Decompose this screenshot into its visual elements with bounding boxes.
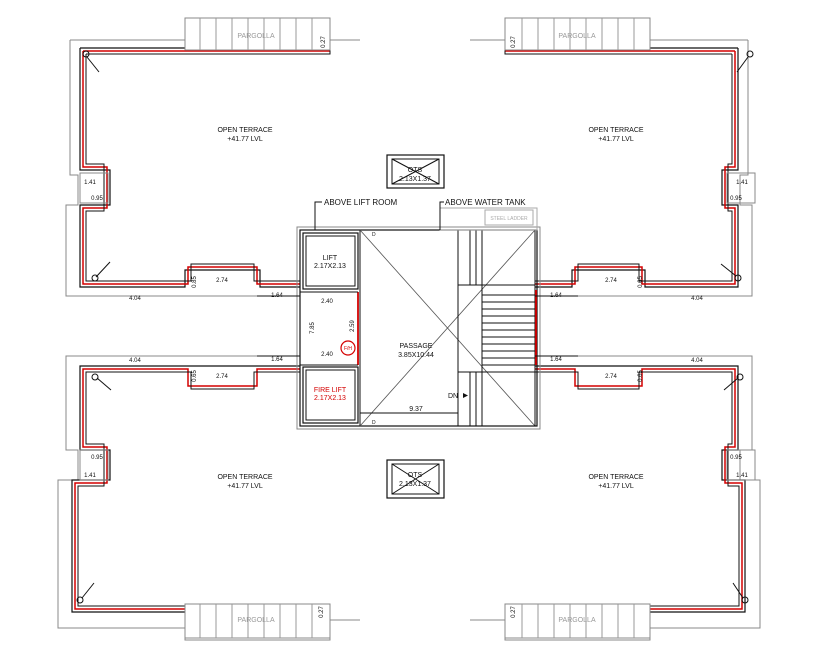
dim-027-bl: 0.27 xyxy=(319,606,325,618)
label-steel-ladder: STEEL LADDER xyxy=(490,216,528,222)
label-ots-top: OTS xyxy=(408,167,423,174)
label-fh: F/H xyxy=(344,346,352,352)
dim-164-tl: 1.64 xyxy=(271,293,283,299)
dim-065-tr: 0.65 xyxy=(638,276,644,288)
label-lift: LIFT xyxy=(323,255,338,262)
text-layer: OPEN TERRACE +41.77 LVL OPEN TERRACE +41… xyxy=(84,33,748,624)
corner-boxes xyxy=(79,172,756,481)
label-door-1: D xyxy=(372,232,376,238)
dim-095-tl: 0.95 xyxy=(91,196,103,202)
dim-404-bl: 4.04 xyxy=(129,358,141,364)
pergola-bottom-left xyxy=(184,603,331,639)
label-above-lift-room: ABOVE LIFT ROOM xyxy=(324,198,398,207)
dim-065-bl: 0.65 xyxy=(192,370,198,382)
pergola-top-left xyxy=(184,17,331,51)
label-pargolla-br: PARGOLLA xyxy=(558,617,596,624)
core-block xyxy=(257,201,578,430)
label-lift-size: 2.17X2.13 xyxy=(314,263,346,270)
dim-085-tl: 0.85 xyxy=(192,276,198,288)
dim-141-br: 1.41 xyxy=(736,473,748,479)
label-open-terrace-br: OPEN TERRACE xyxy=(588,474,643,481)
label-ots-size-top: 2.13X1.37 xyxy=(399,176,431,183)
dim-274-tl: 2.74 xyxy=(216,278,228,284)
dim-095-br: 0.95 xyxy=(730,455,742,461)
label-pargolla-tl: PARGOLLA xyxy=(237,33,275,40)
dim-240-top: 2.40 xyxy=(321,299,333,305)
label-level-bl: +41.77 LVL xyxy=(227,483,263,490)
dim-274-bl: 2.74 xyxy=(216,374,228,380)
label-ots-bottom: OTS xyxy=(408,472,423,479)
down-arrow-icon xyxy=(463,393,468,398)
dim-259: 2.59 xyxy=(350,320,356,332)
fire-lift-shaft xyxy=(302,366,359,424)
dim-274-tr: 2.74 xyxy=(605,278,617,284)
dim-404-tr: 4.04 xyxy=(691,296,703,302)
label-level-br: +41.77 LVL xyxy=(598,483,634,490)
dim-240-bottom: 2.40 xyxy=(321,352,333,358)
pergola-bottom-right xyxy=(504,603,651,639)
label-fire-lift-size: 2.17X2.13 xyxy=(314,395,346,402)
label-ots-size-bottom: 2.13X1.37 xyxy=(399,481,431,488)
dim-274-br: 2.74 xyxy=(605,374,617,380)
dim-404-br: 4.04 xyxy=(691,358,703,364)
label-pargolla-tr: PARGOLLA xyxy=(558,33,596,40)
label-pargolla-bl: PARGOLLA xyxy=(237,617,275,624)
label-open-terrace-tl: OPEN TERRACE xyxy=(217,127,272,134)
label-open-terrace-bl: OPEN TERRACE xyxy=(217,474,272,481)
dim-164-bl: 1.64 xyxy=(271,357,283,363)
dim-027-br: 0.27 xyxy=(511,606,517,618)
label-level-tl: +41.77 LVL xyxy=(227,136,263,143)
dim-785: 7.85 xyxy=(310,322,316,334)
terrace-top-right xyxy=(470,19,754,297)
pergola-top-right xyxy=(504,17,651,51)
dim-027-tr: 0.27 xyxy=(511,36,517,48)
dim-065-br: 0.65 xyxy=(638,370,644,382)
dim-164-br: 1.64 xyxy=(550,357,562,363)
label-passage-size: 3.85X10.44 xyxy=(398,352,434,359)
terrace-bottom-right xyxy=(470,355,761,641)
dim-937: 9.37 xyxy=(409,406,423,413)
dim-404-tl: 4.04 xyxy=(129,296,141,302)
ots-shaft-bottom xyxy=(386,459,445,499)
label-dn: DN xyxy=(448,393,458,400)
label-above-water-tank: ABOVE WATER TANK xyxy=(445,198,526,207)
dim-095-tr: 0.95 xyxy=(730,196,742,202)
dim-027-tl: 0.27 xyxy=(321,36,327,48)
dim-164-tr: 1.64 xyxy=(550,293,562,299)
lift-shaft xyxy=(302,232,359,290)
terrace-top-left xyxy=(65,19,360,297)
fire-hydrant-icon xyxy=(340,340,356,356)
label-door-2: D xyxy=(372,420,376,426)
dim-141-bl: 1.41 xyxy=(84,473,96,479)
dim-095-bl: 0.95 xyxy=(91,455,103,461)
label-fire-lift: FIRE LIFT xyxy=(314,387,347,394)
dim-141-tl: 1.41 xyxy=(84,180,96,186)
label-level-tr: +41.77 LVL xyxy=(598,136,634,143)
label-open-terrace-tr: OPEN TERRACE xyxy=(588,127,643,134)
label-passage: PASSAGE xyxy=(400,343,433,350)
ots-shaft-top xyxy=(386,154,445,189)
dim-141-tr: 1.41 xyxy=(736,180,748,186)
